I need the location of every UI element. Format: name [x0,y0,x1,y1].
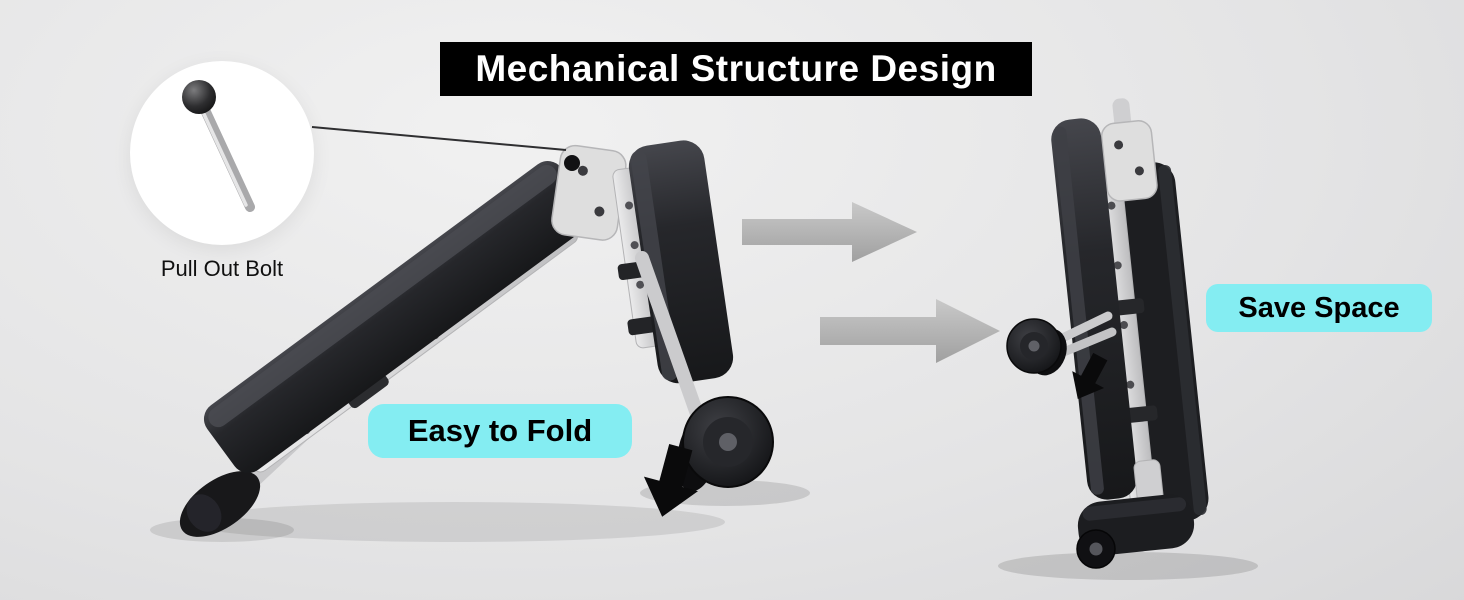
transition-arrows [742,202,1000,363]
bench-shadow [998,552,1258,580]
bench-shadow [185,502,725,542]
fold-down-arrow-small-icon [1072,352,1108,399]
bolt-callout-label: Pull Out Bolt [160,256,284,281]
title-banner: Mechanical Structure Design [440,42,1032,96]
front-leg [635,251,709,435]
backrest-pad [203,161,593,473]
folded-back-pad [1119,162,1209,522]
arrow-right-bottom-icon [820,299,1000,363]
fold-down-arrow-icon [643,444,699,517]
hinge-bracket-folded [1100,98,1158,202]
save-space-badge: Save Space [1206,284,1432,332]
arrow-right-top-icon [742,202,917,262]
bench-folded-figure [998,98,1258,580]
easy-to-fold-badge: Easy to Fold [368,404,632,458]
callout-line [311,126,567,151]
folded-front-pad [1051,118,1137,500]
bench-half-folded-figure [150,140,810,542]
pull-bolt-knob [564,155,580,171]
pull-out-bolt-icon [182,80,255,212]
